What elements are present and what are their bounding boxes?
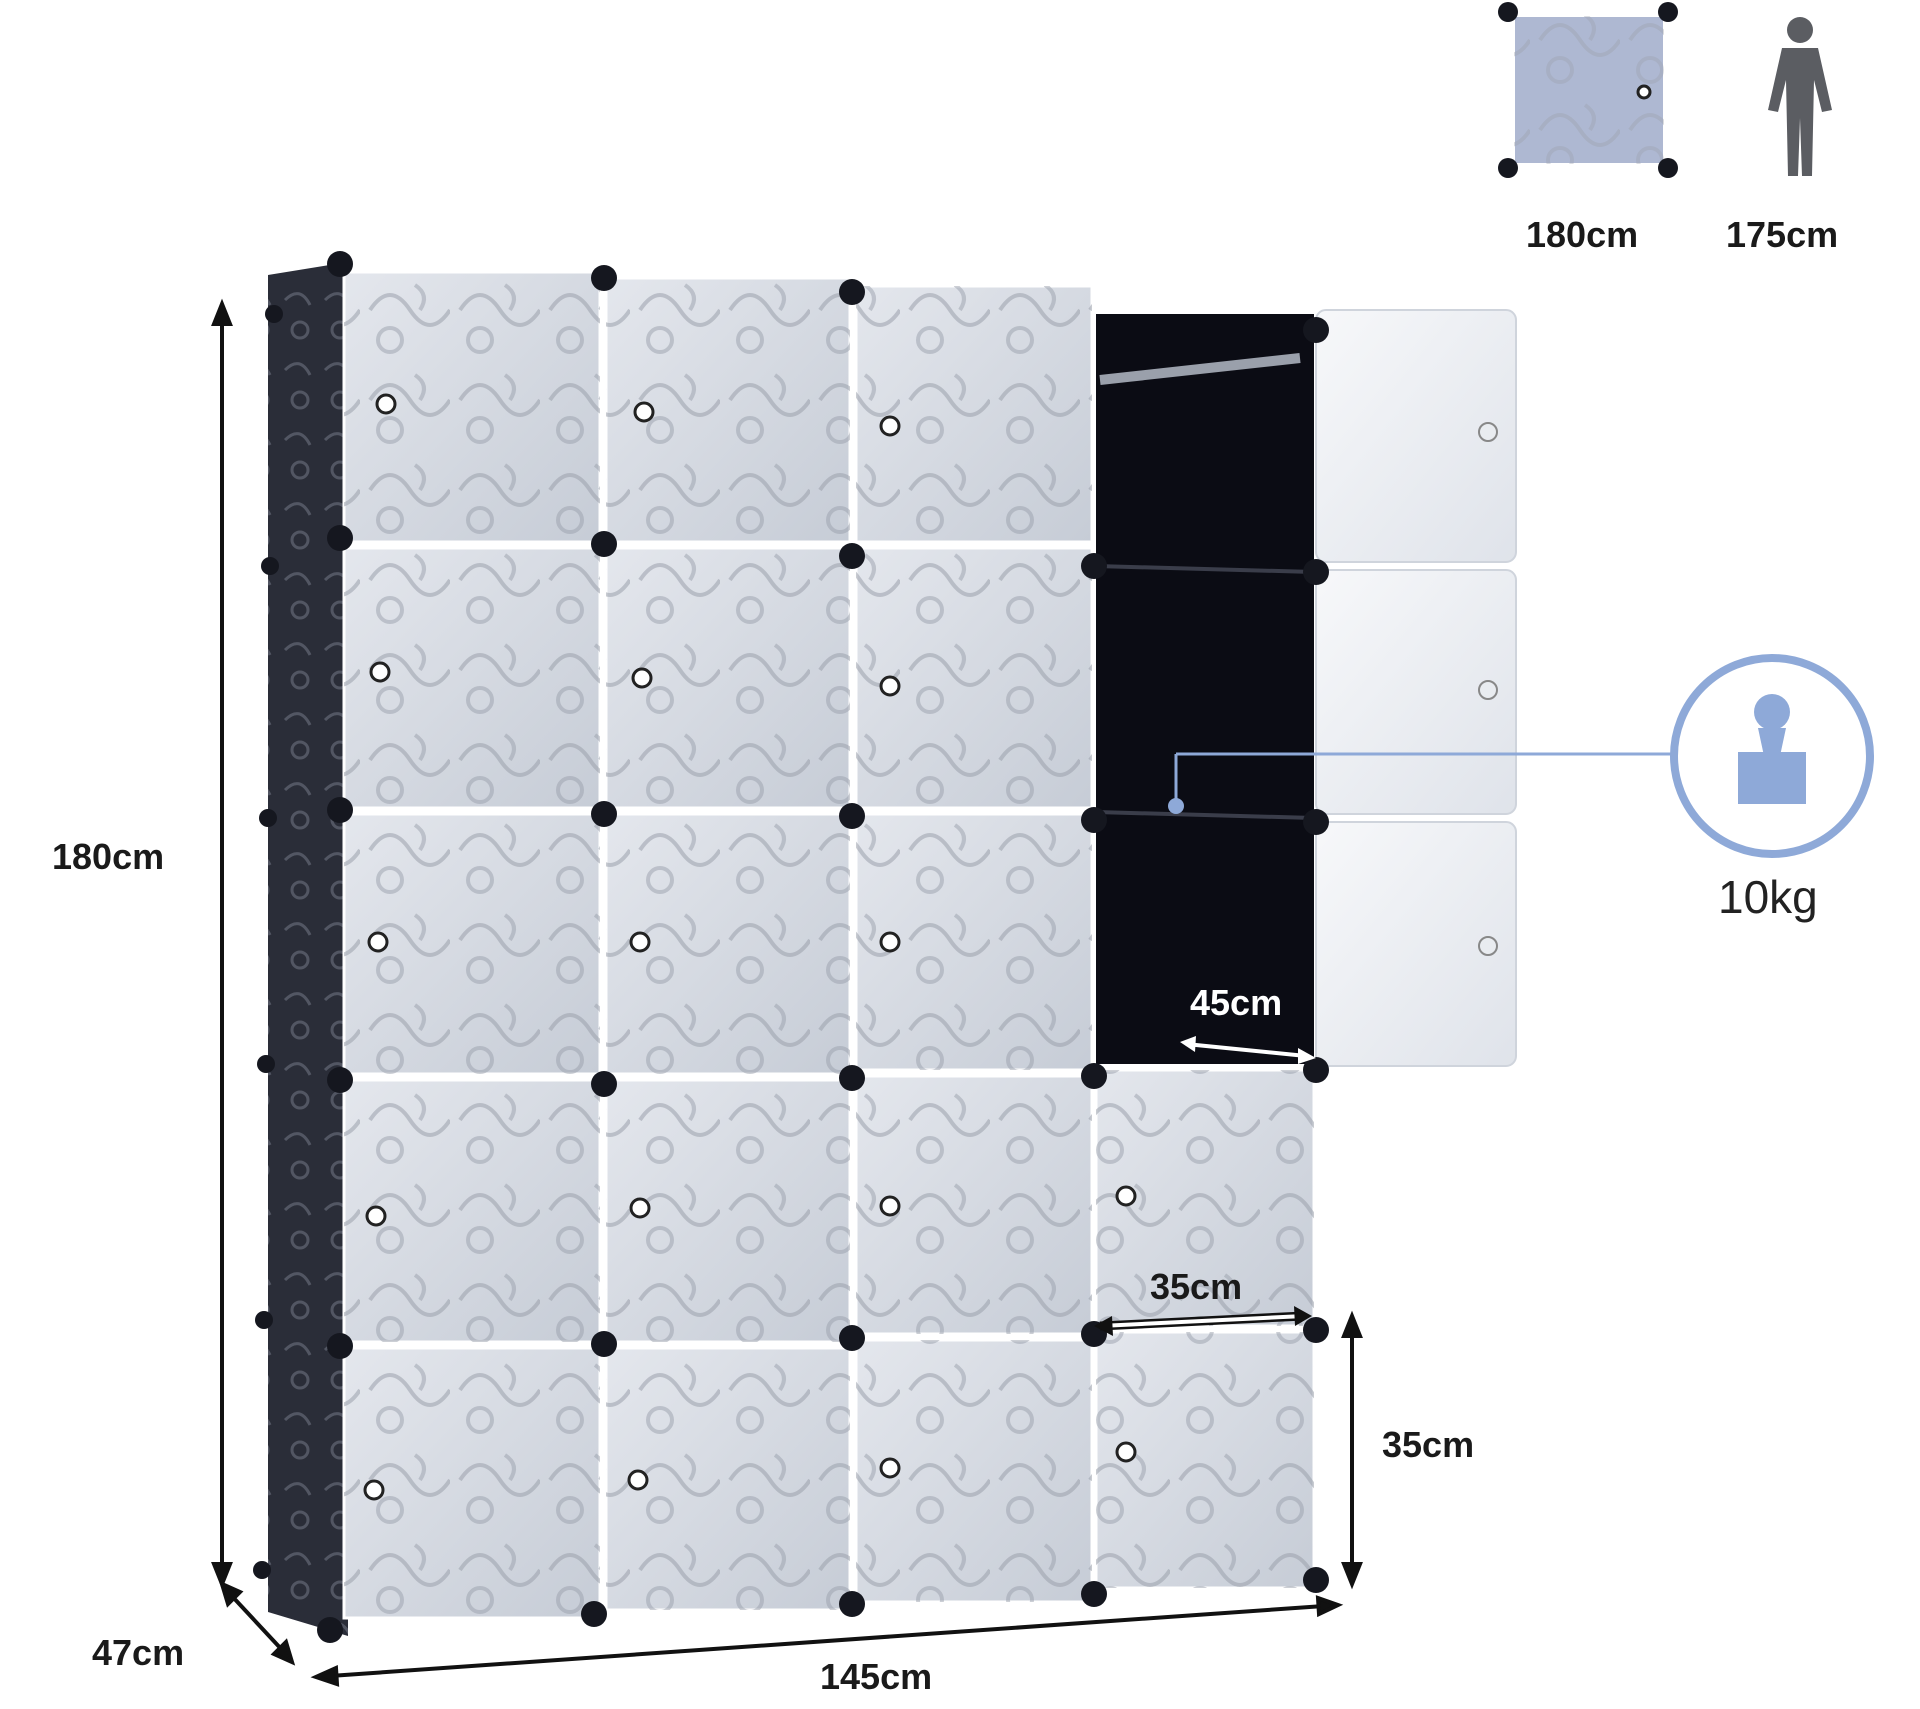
- hanging-rail: [1099, 353, 1301, 385]
- cube-grid: [342, 270, 1517, 1620]
- width-label: 145cm: [820, 1656, 933, 1697]
- hanging-width-dimension-line: [1185, 1042, 1307, 1058]
- depth-dimension-line: [228, 1592, 286, 1654]
- person-height-legend-label: 175cm: [1726, 214, 1839, 255]
- height-label: 180cm: [52, 836, 165, 877]
- cabinet-height-legend-label: 180cm: [1526, 214, 1639, 255]
- weight-load-icon: [1670, 654, 1874, 858]
- door-knobs: [363, 393, 1137, 1501]
- corner-connectors: [253, 251, 1329, 1643]
- cube-height-label: 35cm: [1382, 1424, 1475, 1465]
- width-dimension-line: [329, 1604, 1325, 1678]
- max-load-label: 10kg: [1718, 871, 1818, 923]
- depth-label: 47cm: [92, 1632, 185, 1673]
- open-hanging-section: [1096, 314, 1314, 1064]
- hanging-width-label: 45cm: [1190, 982, 1283, 1023]
- dimension-lines: [211, 298, 1363, 1687]
- cabinet-icon: [1498, 2, 1678, 178]
- cube-width-label: 35cm: [1150, 1266, 1243, 1307]
- person-silhouette-icon: [1768, 17, 1832, 176]
